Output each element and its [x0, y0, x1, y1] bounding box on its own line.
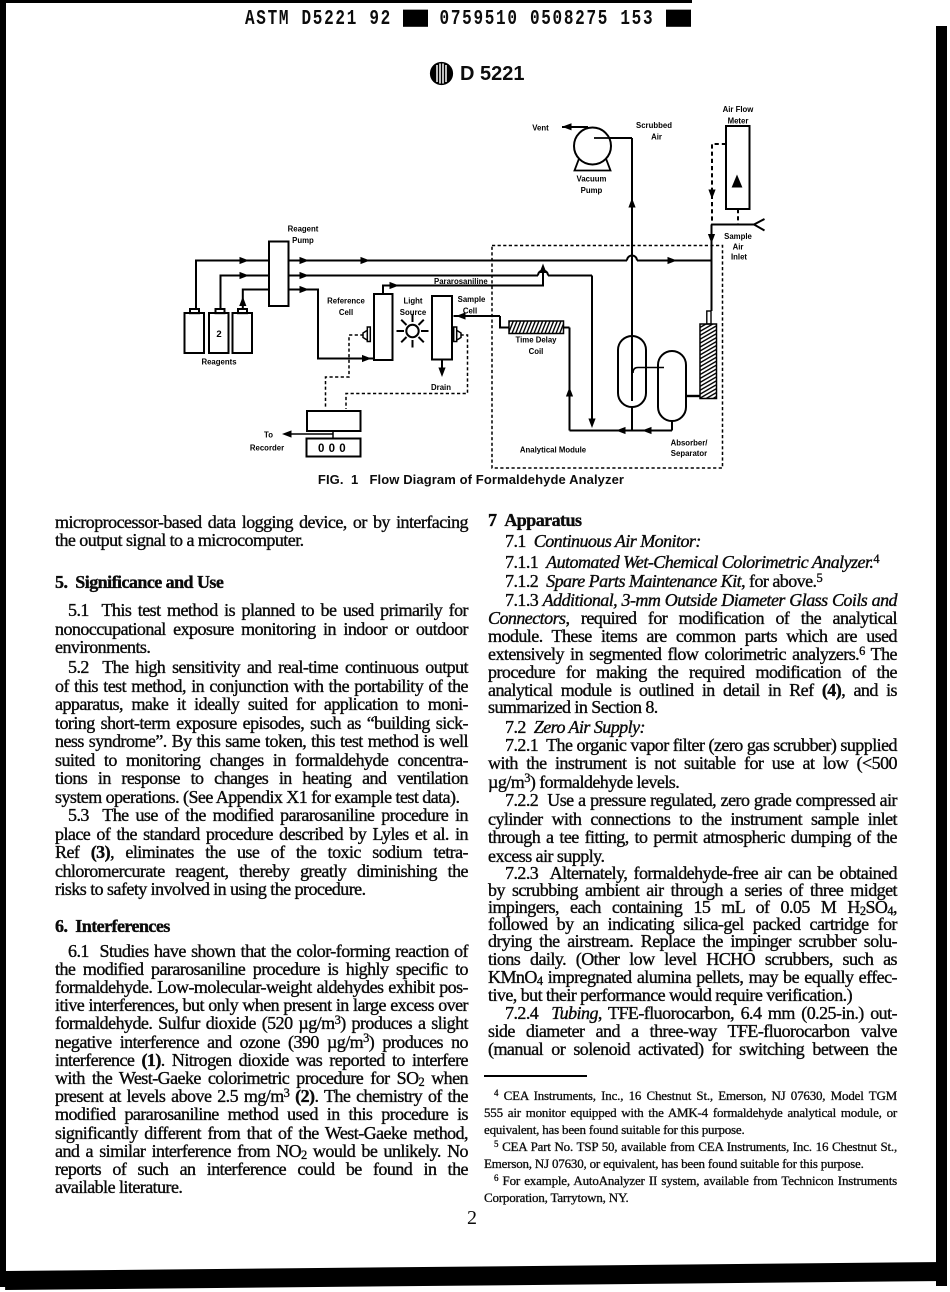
svg-text:Inlet: Inlet [731, 253, 747, 262]
svg-text:Reagent: Reagent [288, 225, 319, 234]
svg-text:Time Delay: Time Delay [515, 336, 557, 345]
svg-text:Analytical Module: Analytical Module [520, 446, 587, 455]
svg-text:Vent: Vent [532, 124, 549, 133]
svg-text:Pump: Pump [581, 186, 603, 195]
svg-text:Meter: Meter [728, 117, 749, 126]
svg-text:Recorder: Recorder [250, 444, 284, 453]
svg-text:Scrubbed: Scrubbed [636, 121, 672, 130]
svg-text:Pump: Pump [292, 236, 314, 245]
svg-text:Air Flow: Air Flow [723, 105, 755, 114]
svg-text:Pararosaniline: Pararosaniline [434, 277, 488, 286]
svg-text:000: 000 [318, 443, 350, 455]
svg-text:Air: Air [733, 243, 744, 252]
svg-text:Cell: Cell [339, 308, 353, 317]
svg-text:Light: Light [403, 297, 422, 306]
svg-text:Drain: Drain [431, 383, 451, 392]
svg-text:2: 2 [216, 329, 221, 340]
svg-text:Cell: Cell [463, 307, 477, 316]
svg-text:Separator: Separator [671, 449, 707, 458]
svg-text:Source: Source [400, 308, 427, 317]
svg-text:Vacuum: Vacuum [577, 175, 607, 184]
svg-text:To: To [264, 431, 273, 440]
svg-text:Sample: Sample [458, 295, 486, 304]
svg-text:Coil: Coil [529, 347, 544, 356]
svg-text:Reagents: Reagents [201, 358, 237, 367]
svg-text:Sample: Sample [724, 232, 752, 241]
svg-text:Air: Air [651, 133, 662, 142]
svg-text:Reference: Reference [327, 297, 365, 306]
svg-text:Absorber/: Absorber/ [671, 439, 709, 448]
